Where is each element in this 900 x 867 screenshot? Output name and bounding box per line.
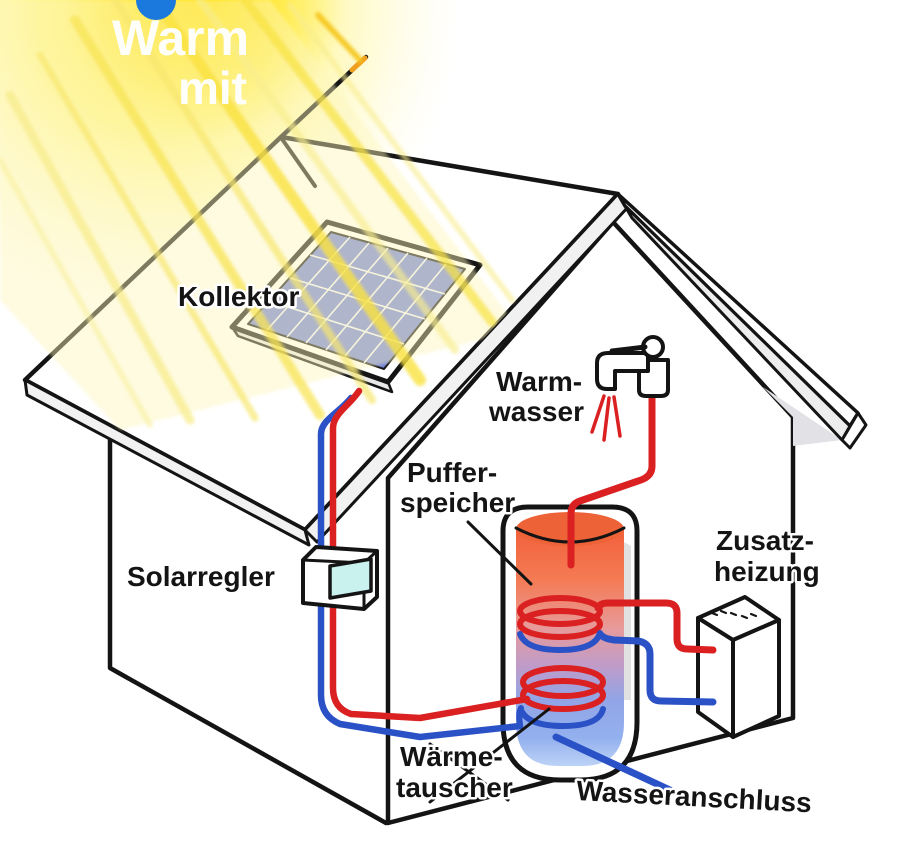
label-pufferspeicher-1: Puffer- (407, 457, 497, 488)
heater-flow-pipe (594, 599, 717, 654)
solar-flow-pipe (329, 387, 531, 722)
eave-shadow (763, 387, 842, 446)
roof-eave-strip (23, 378, 311, 547)
pointer-lines (428, 520, 551, 804)
label-waermetauscher-1: Wärme- (400, 741, 503, 772)
label-zusatzheizung-2: heizung (714, 556, 820, 587)
watermark-line2: mit (178, 62, 247, 114)
tank-inner-wall (624, 542, 631, 700)
controller-box (301, 545, 379, 611)
label-pufferspeicher-2: speicher (400, 487, 515, 518)
watermark: Warm mit (112, 0, 249, 114)
faucet-icon (590, 335, 670, 442)
label-warmwasser-2: wasser (488, 396, 584, 427)
controller-screen (328, 557, 373, 600)
label-wasseranschluss: Wasseranschluss (576, 775, 813, 818)
watermark-line1: Warm (112, 10, 249, 66)
water-spray (590, 394, 622, 442)
watermark-blue-blob (136, 0, 176, 20)
heater-control-marks (710, 609, 758, 620)
heat-exchanger-coil-upper (517, 595, 603, 654)
label-solarregler: Solarregler (127, 561, 275, 592)
water-connection-pipe (552, 733, 676, 795)
side-wall (27, 395, 388, 823)
faucet-lever (609, 344, 648, 354)
sun-rays (0, 0, 520, 430)
heat-exchanger-coil-lower (516, 665, 606, 730)
faucet-arm-spout (595, 351, 650, 391)
heater-box (696, 595, 781, 739)
label-zusatzheizung-1: Zusatz- (716, 525, 814, 556)
label-warmwasser-1: Warm- (496, 366, 582, 397)
label-kollektor: Kollektor (178, 281, 299, 312)
waermetauscher-pointer-2 (428, 707, 551, 804)
roof-right-endcap (840, 411, 868, 450)
label-waermetauscher-2: tauscher (396, 772, 513, 803)
pufferspeicher-pointer (466, 520, 533, 586)
heater-side-face (731, 618, 781, 739)
heater-return-pipe (596, 630, 717, 706)
side-wall-edges (107, 436, 389, 826)
hot-pipes (329, 387, 717, 722)
hot-water-pipe (567, 392, 656, 569)
